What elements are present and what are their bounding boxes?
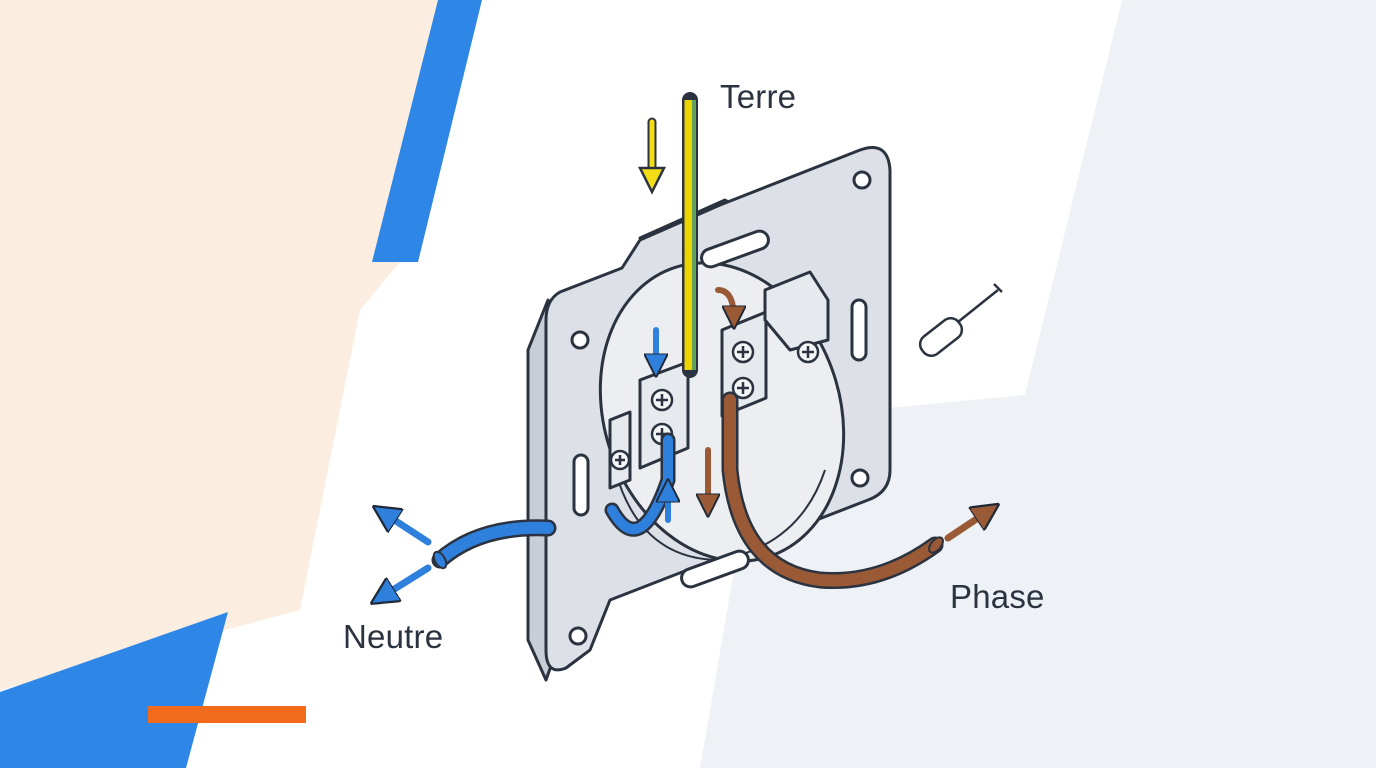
earth-label: Terre xyxy=(720,78,797,115)
mounting-slot xyxy=(850,298,868,362)
phase-wire-end xyxy=(928,536,944,554)
mounting-slot xyxy=(700,229,770,269)
phase-label: Phase xyxy=(950,578,1045,615)
bg-blue-stripe-top xyxy=(372,0,482,262)
direction-arrows xyxy=(380,117,990,598)
arrow-icon xyxy=(380,564,432,598)
mounting-slot xyxy=(572,453,590,517)
mounting-hole xyxy=(568,626,588,646)
terminal-screws xyxy=(609,340,820,471)
phase-wire xyxy=(721,391,944,590)
neutral-label: Neutre xyxy=(343,618,444,655)
mounting-slot xyxy=(680,549,750,589)
arrow-icon xyxy=(944,510,990,542)
bg-orange-bar xyxy=(148,706,306,723)
mounting-hole xyxy=(850,468,870,488)
terminal-block-left xyxy=(638,360,690,470)
terminal-block-earth xyxy=(763,270,830,352)
arrow-icon xyxy=(715,287,734,320)
earth-wire xyxy=(682,92,698,378)
arrow-icon xyxy=(382,512,432,546)
bg-left-beige-panel xyxy=(0,0,438,690)
arrow-down-icon-head xyxy=(637,166,667,195)
bg-blue-corner-bottom xyxy=(0,612,228,768)
mounting-hole xyxy=(570,330,590,350)
screwdriver-icon xyxy=(918,283,1003,358)
mounting-hole xyxy=(852,170,872,190)
neutral-wire-end xyxy=(432,550,448,570)
